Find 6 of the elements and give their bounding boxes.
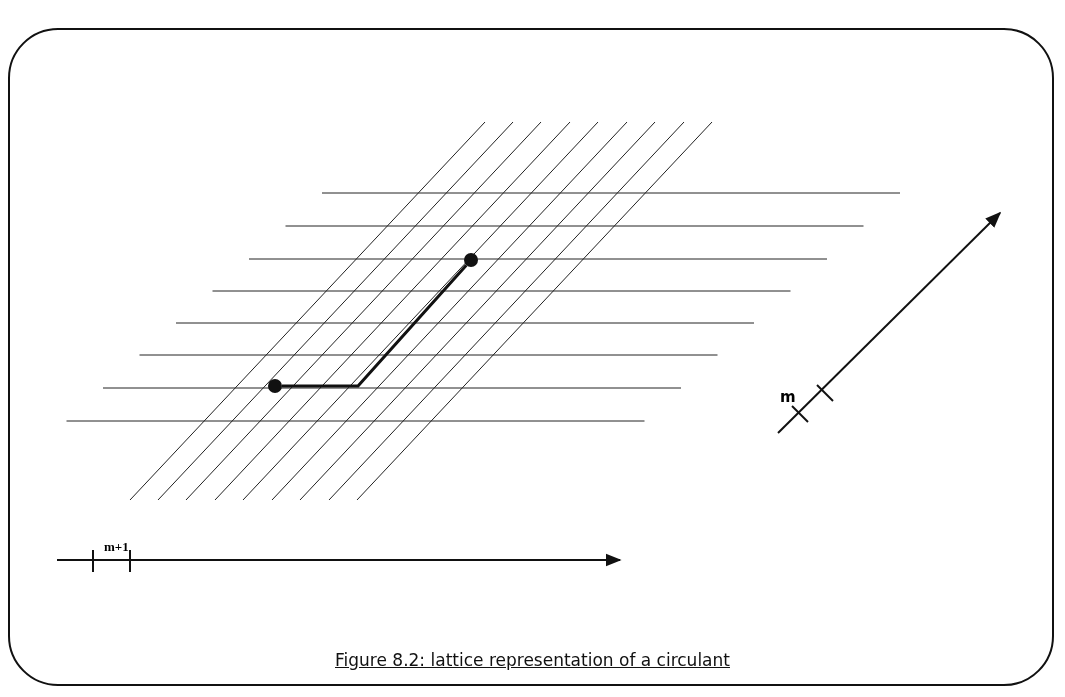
lattice-point xyxy=(268,379,282,393)
figure-caption: Figure 8.2: lattice representation of a circulant xyxy=(334,650,731,670)
axis-label: m xyxy=(780,390,796,405)
lattice-point xyxy=(464,253,478,267)
connector-line xyxy=(282,264,468,388)
axis-label: m+1 xyxy=(104,540,129,553)
